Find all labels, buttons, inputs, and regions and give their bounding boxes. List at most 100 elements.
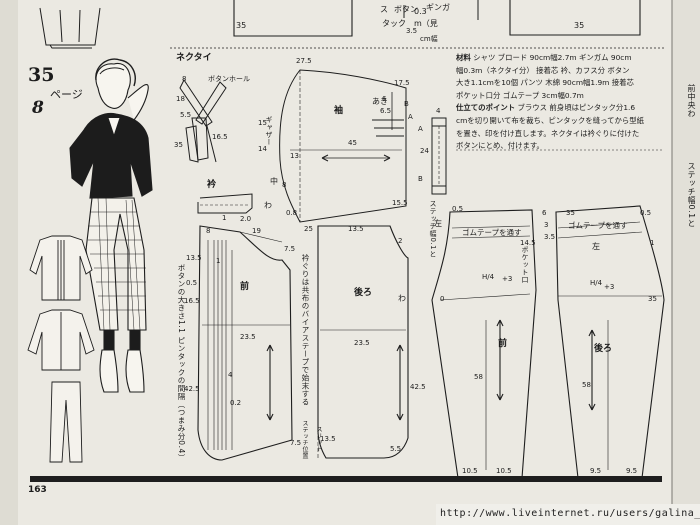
- collar-label: 衿: [207, 180, 217, 190]
- points-heading: 仕立てのポイント: [456, 103, 516, 113]
- pocket-opening-note: ポケット口: [521, 246, 529, 284]
- dim-fr-1: 1: [216, 257, 221, 265]
- dim-pf-105b: 10.5: [496, 467, 512, 475]
- back-bodice-pattern: [317, 225, 409, 459]
- dim-pf-6: 6: [542, 209, 547, 217]
- top-dim-1: 35: [236, 21, 247, 30]
- dim-cf-24: 24: [420, 147, 429, 155]
- dim-cl-20: 2.0: [240, 215, 252, 223]
- materials-line-1: シャツ ブロード 90cm幅2.7m ギンガム 90cm: [473, 53, 632, 62]
- materials-block: 材料 シャツ ブロード 90cm幅2.7m ギンガム 90cm 幅0.3m（ネク…: [456, 52, 666, 153]
- dim-pf-plus3: +3: [502, 275, 513, 283]
- elastic-back-note: ゴムテープを通す: [568, 221, 628, 230]
- dim-sl-175: 17.5: [394, 79, 410, 87]
- dim-pb-H4: H/4: [590, 279, 603, 287]
- dim-pf-3: 3: [544, 221, 549, 229]
- materials-line-2: 幅0.3m（ネクタイ分） 接着芯 衿、カフス分 ボタン: [456, 65, 630, 75]
- dim-pf-05: 0.5: [452, 205, 464, 213]
- back-label: 後ろ: [354, 288, 373, 298]
- materials-line-3: 大き1.1cmを10個 パンツ 木綿 90cm幅1.9m 接着芯: [456, 78, 634, 88]
- dim-pb-95b: 9.5: [626, 467, 638, 475]
- side-note-1: 前中央わ: [687, 84, 696, 118]
- dim-sl-6: 6: [382, 95, 387, 103]
- top-frag-t3: m（見: [414, 19, 438, 28]
- back-fold: わ: [398, 294, 406, 303]
- dim-sl-65: 6.5: [380, 107, 392, 115]
- dim-sl-45: 45: [348, 139, 357, 147]
- dim-bk-425: 42.5: [410, 383, 426, 391]
- dim-pf-105: 10.5: [462, 467, 478, 475]
- dim-pf-H4: H/4: [482, 273, 495, 281]
- collar-pattern: [197, 193, 253, 214]
- front-pants-label: 前: [498, 339, 508, 349]
- dim-sl-08: 0.8: [286, 209, 298, 217]
- sleeve-pattern: [279, 69, 407, 223]
- sleeve-center: 中: [270, 177, 278, 186]
- dim-fr-02: 0.2: [230, 399, 242, 407]
- dim-fr-235: 23.5: [240, 333, 256, 341]
- dim-nt-165: 16.5: [212, 133, 228, 141]
- sleeve-fold: わ: [264, 201, 272, 210]
- dim-sl-15: 15: [258, 119, 267, 127]
- top-frag-t6: 3.5: [406, 27, 418, 35]
- dim-sl-8: 8: [282, 181, 287, 189]
- back-pants-label: 後ろ: [594, 344, 613, 354]
- top-frag-t4: ボタン: [394, 5, 418, 14]
- stitch-width-note: ステッチ幅0.1と: [429, 200, 437, 258]
- neck-bias-note: 衿ぐりは共布のバイアステープで始末する: [301, 254, 310, 406]
- materials-heading: 材料: [456, 53, 471, 62]
- dim-fr-8: 8: [206, 227, 211, 235]
- points-line-1: ブラウス 前身頃はピンタック分1.6: [517, 103, 636, 113]
- back-pants-left: 左: [592, 242, 600, 251]
- points-line-2: cmを切り開いて布を裁ち、ピンタックを縫ってから型紙: [456, 115, 645, 125]
- dim-pb-35: 35: [566, 209, 575, 217]
- button-spacing-note: ボタンの大きさ1.1 ピンタックの間隔（つまみ分0.4）: [177, 264, 186, 462]
- front-pants-left: 左: [434, 219, 442, 228]
- dim-fr-75: 7.5: [284, 245, 296, 253]
- front-pants-pattern: [431, 209, 537, 479]
- dim-bk-235: 23.5: [354, 339, 370, 347]
- dim-pb-58: 58: [582, 381, 591, 389]
- dim-bk-135: 13.5: [348, 225, 364, 233]
- dim-sl-14: 14: [258, 145, 267, 153]
- dim-sl-25: 25: [304, 225, 313, 233]
- page-number: 8: [32, 98, 44, 118]
- dim-pb-35b: 35: [648, 295, 657, 303]
- page-word: ページ: [50, 88, 83, 101]
- dim-sl-B: B: [404, 100, 409, 108]
- points-line-4: ボタンにとめ、付けます。: [456, 141, 544, 151]
- pattern-number: 35: [28, 64, 55, 86]
- top-frag-t1: ギンガ: [426, 3, 450, 12]
- dim-nt-8: 8: [182, 75, 187, 83]
- front-bodice-pattern: [197, 225, 293, 461]
- dim-fr-135: 13.5: [186, 254, 202, 262]
- dim-cf-B: B: [418, 175, 423, 183]
- dim-pf-58: 58: [474, 373, 483, 381]
- dim-nt-18: 18: [176, 95, 185, 103]
- necktie-pattern: [179, 79, 227, 163]
- source-url[interactable]: http://www.liveinternet.ru/users/galina_…: [440, 508, 700, 519]
- dim-sl-155: 15.5: [392, 199, 408, 207]
- top-frag-t7: cm幅: [420, 35, 438, 43]
- footer-page-number: 163: [28, 485, 47, 495]
- dim-pb-95: 9.5: [590, 467, 602, 475]
- dim-pb-plus3: +3: [604, 283, 615, 291]
- dim-cl-1: 1: [222, 214, 227, 222]
- dim-fr-425: 42.5: [184, 385, 200, 393]
- elastic-front-note: ゴムテープを通す: [462, 228, 522, 237]
- side-note-2: ステッチ幅0.1と: [687, 162, 696, 228]
- sleeve-opening: あき: [372, 97, 388, 106]
- materials-line-4: ポケット口分 ゴムテープ 3cm幅0.7m: [456, 90, 584, 100]
- flat-sketches: [27, 235, 95, 463]
- buttonhole-label: ボタンホール: [208, 75, 250, 83]
- sleeve-label: 袖: [334, 106, 344, 116]
- dim-bk-135b: 13.5: [320, 435, 336, 443]
- dim-fr-19: 19: [252, 227, 261, 235]
- front-label: 前: [240, 282, 250, 292]
- dim-fr-05: 0.5: [186, 279, 198, 287]
- cuff-pattern: [431, 117, 447, 195]
- top-frag-t5: ス: [380, 5, 388, 14]
- necktie-title: ネクタイ: [176, 53, 212, 63]
